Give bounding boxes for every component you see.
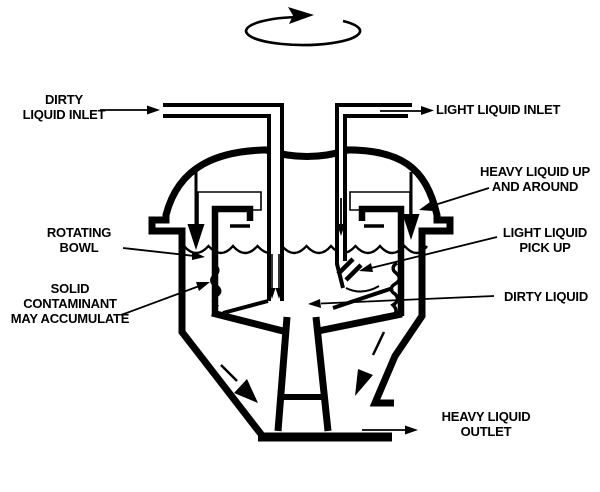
label-heavy-liquid-outlet: HEAVY LIQUID OUTLET [441, 409, 531, 440]
flow-diagonal-arrow-right-icon [355, 331, 386, 396]
label-light-liquid-inlet: LIGHT LIQUID INLET [436, 102, 561, 117]
heavy-up-arrow [419, 187, 490, 211]
flow-diagonal-arrow-left-icon [220, 364, 258, 403]
label-light-liquid-pickup: LIGHT LIQUID PICK UP [502, 225, 588, 256]
light-liquid-pipe [335, 103, 412, 293]
label-solid-contaminant: SOLID CONTAMINANT MAY ACCUMULATE [10, 281, 130, 327]
label-rotating-bowl: ROTATING BOWL [46, 225, 112, 256]
label-dirty-liquid: DIRTY LIQUID [503, 289, 589, 304]
light-inlet-arrow [380, 106, 434, 115]
contaminant-deposit-left [210, 263, 222, 309]
label-heavy-liquid-up: HEAVY LIQUID UP AND AROUND [480, 164, 590, 195]
dirty-inlet-arrow [100, 105, 160, 115]
solid-contaminant-arrow [120, 282, 210, 316]
light-pickup-arrow [359, 236, 498, 272]
pickup-disc-marks [336, 257, 363, 282]
label-dirty-liquid-inlet: DIRTY LIQUID INLET [22, 92, 106, 123]
rotating-bowl-walls [211, 205, 405, 335]
dirty-inlet-pipe [163, 103, 284, 301]
flow-down-arrow-left-icon [187, 167, 205, 250]
contaminant-deposit-right [389, 261, 401, 318]
flow-down-arrow-right-icon [402, 172, 420, 240]
rotating-bowl-arrow [122, 247, 205, 260]
heavy-outlet-arrow [362, 425, 418, 435]
liquid-surface-wave [183, 244, 428, 255]
spindle-pedestal [274, 316, 332, 432]
rotation-arrow-icon [244, 7, 362, 47]
dirty-liquid-arrow [308, 295, 495, 308]
pickup-scoop-curve [345, 285, 380, 293]
